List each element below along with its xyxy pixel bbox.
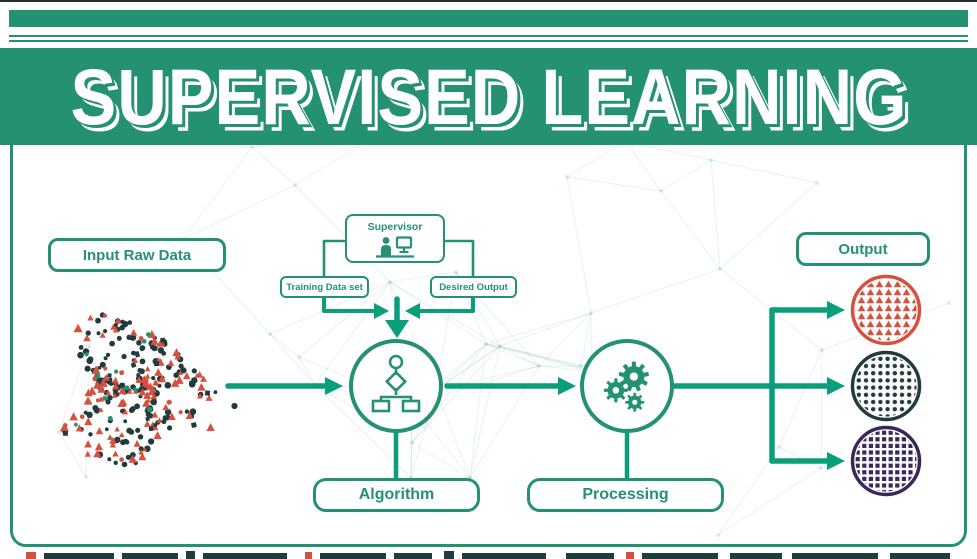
window-top-edge — [0, 0, 977, 2]
processing-node — [580, 339, 674, 433]
supervisor-label: Supervisor — [367, 220, 423, 233]
output-label: Output — [796, 232, 930, 266]
gears-icon — [603, 361, 649, 412]
title-banner: SUPERVISED LEARNING — [0, 48, 977, 145]
top-accent-bar — [9, 10, 968, 27]
input-raw-data-label: Input Raw Data — [48, 238, 226, 272]
divider-line — [9, 35, 968, 37]
output-class-dark-dots — [850, 350, 922, 422]
processing-label: Processing — [527, 478, 724, 512]
supervisor-box: Supervisor — [345, 214, 445, 263]
desired-output-label: Desired Output — [430, 276, 517, 298]
algorithm-label: Algorithm — [313, 478, 480, 512]
raw-data-scatter-cluster — [59, 312, 238, 468]
algorithm-node — [349, 339, 443, 433]
output-class-red-triangles — [850, 274, 922, 346]
page-title: SUPERVISED LEARNING — [70, 52, 907, 141]
training-data-set-label: Training Data set — [280, 276, 369, 298]
divider-line — [9, 40, 968, 42]
person-at-computer-icon — [376, 235, 414, 258]
flowchart-icon — [371, 354, 421, 413]
output-class-purple-squares — [850, 425, 922, 497]
